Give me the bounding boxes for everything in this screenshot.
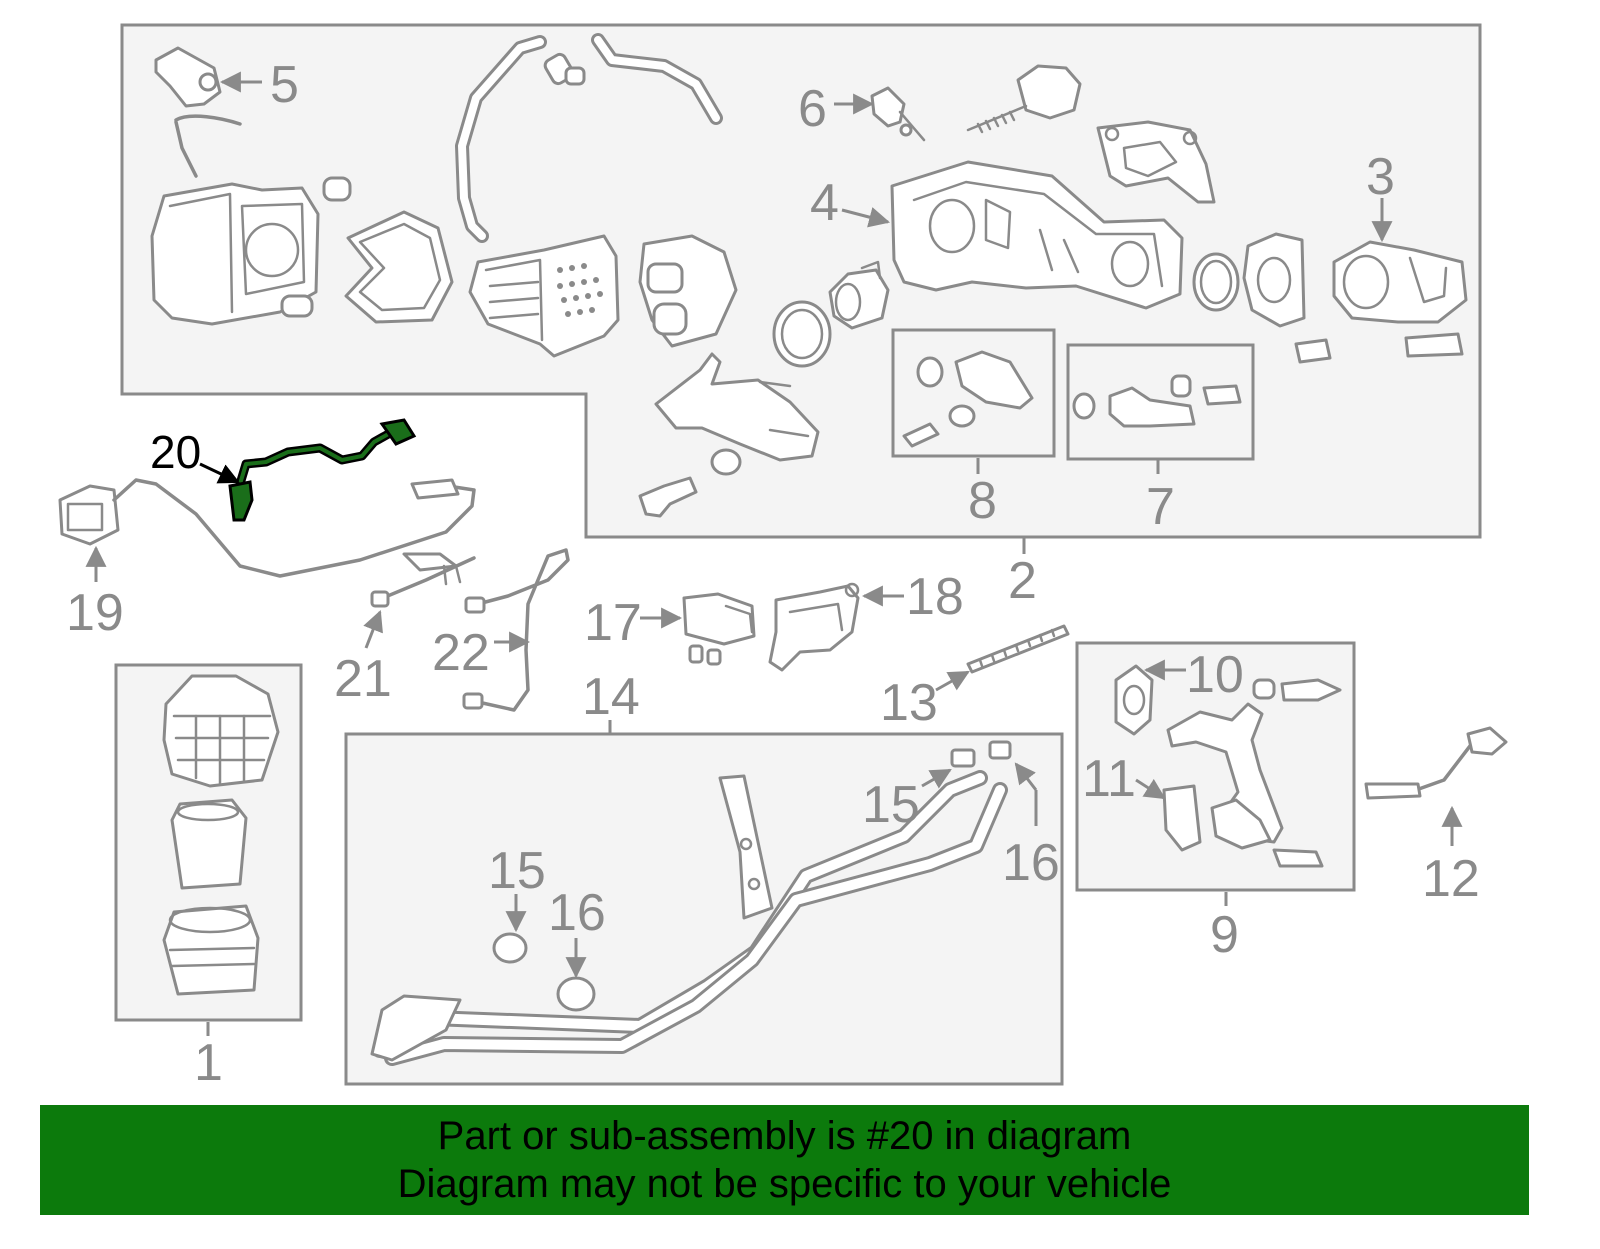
part-21-sensor[interactable] (370, 552, 476, 608)
part-17-solenoid[interactable] (682, 592, 756, 666)
callout-13: 13 (880, 674, 938, 732)
callout-2: 2 (1008, 552, 1037, 610)
leader-lines (85, 71, 1463, 1036)
egr-cooler (468, 234, 620, 358)
callout-4: 4 (810, 174, 839, 232)
part-19-sensor[interactable] (58, 478, 476, 578)
callout-7: 7 (1146, 478, 1175, 536)
callout-17: 17 (584, 594, 642, 652)
part-12-sensor[interactable] (1364, 726, 1508, 800)
part-22-sensor[interactable] (462, 548, 570, 712)
callout-6: 6 (798, 80, 827, 138)
callout-15-upper: 15 (862, 776, 920, 834)
assembly-9-box (1075, 641, 1356, 892)
assembly-1-box (114, 663, 303, 1022)
callout-9: 9 (1210, 906, 1239, 964)
throttle-body (150, 176, 352, 326)
part-4-housing[interactable] (890, 160, 1184, 310)
part-3-water-pump[interactable] (1294, 240, 1468, 364)
pump-gasket (1242, 232, 1306, 328)
callout-21: 21 (334, 650, 392, 708)
callout-3: 3 (1366, 148, 1395, 206)
callout-5: 5 (270, 56, 299, 114)
callout-15-lower: 15 (488, 842, 546, 900)
callout-14: 14 (582, 668, 640, 726)
callout-18: 18 (906, 568, 964, 626)
callout-12: 12 (1422, 850, 1480, 908)
callout-1: 1 (194, 1034, 223, 1092)
callout-22: 22 (432, 624, 490, 682)
oring-right (1192, 252, 1240, 312)
callout-labels: 5 6 4 3 8 7 2 19 20 21 22 17 18 13 14 15… (66, 56, 1480, 1092)
housing-gasket (1096, 120, 1216, 204)
part-5-sensor[interactable] (154, 46, 242, 178)
assembly-8-box (891, 328, 1056, 458)
actuator (966, 64, 1082, 134)
throttle-gasket (344, 210, 454, 324)
callout-19: 19 (66, 584, 124, 642)
callout-20: 20 (150, 426, 201, 478)
thermostat (828, 260, 890, 330)
callout-16-lower: 16 (548, 884, 606, 942)
part-13-stud[interactable] (966, 624, 1070, 674)
banner-line-1: Part or sub-assembly is #20 in diagram (437, 1114, 1132, 1158)
coolant-outlet (638, 352, 820, 518)
callout-10: 10 (1186, 646, 1244, 704)
egr-gasket (638, 234, 738, 348)
assembly-7-box (1066, 343, 1255, 461)
info-banner: Part or sub-assembly is #20 in diagram D… (40, 1105, 1529, 1215)
part-18-bracket[interactable] (768, 582, 860, 672)
callout-16-right: 16 (1002, 834, 1060, 892)
part-20-o2-sensor-highlighted[interactable] (228, 418, 417, 522)
callout-11: 11 (1082, 750, 1136, 808)
egr-hose (455, 33, 723, 243)
callout-8: 8 (968, 472, 997, 530)
assembly-14-box (344, 732, 1064, 1086)
oring-large (772, 300, 832, 368)
banner-line-2: Diagram may not be specific to your vehi… (397, 1162, 1172, 1206)
